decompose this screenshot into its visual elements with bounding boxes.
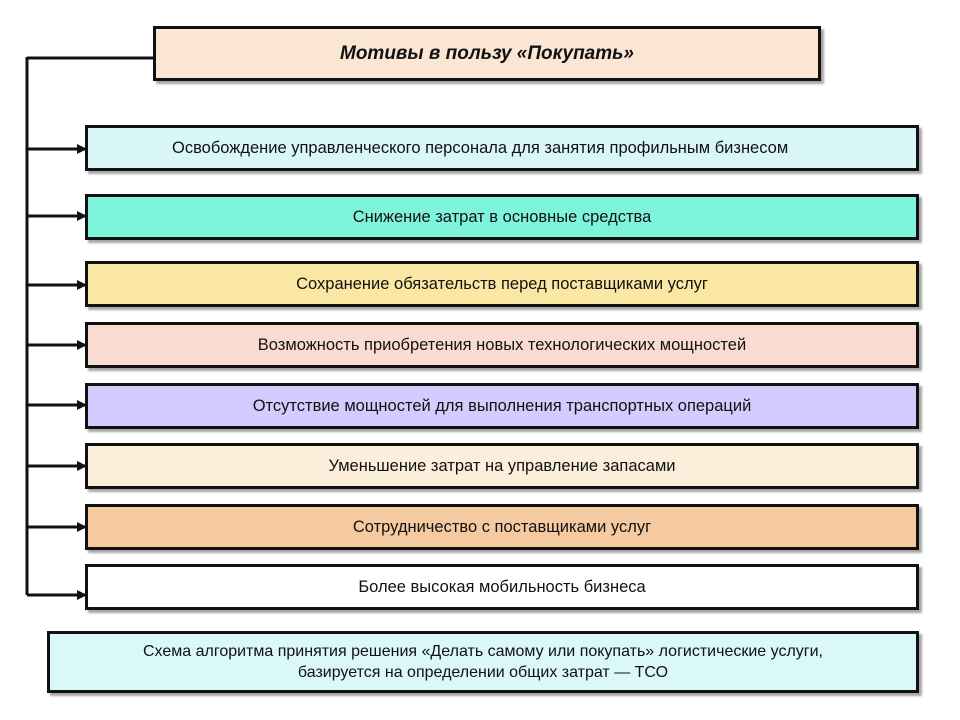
- motive-box-4: Возможность приобретения новых технологи…: [85, 322, 919, 368]
- motive-label: Уменьшение затрат на управление запасами: [328, 456, 676, 475]
- motive-label: Освобождение управленческого персонала д…: [172, 138, 789, 157]
- motive-box-1: Освобождение управленческого персонала д…: [85, 125, 919, 171]
- motive-label: Сохранение обязательств перед поставщика…: [296, 274, 708, 293]
- motive-box-2: Снижение затрат в основные средства: [85, 194, 919, 240]
- summary-note-line-2: базируется на определении общих затрат —…: [297, 664, 669, 681]
- summary-note: Схема алгоритма принятия решения «Делать…: [47, 631, 919, 693]
- motive-label: Сотрудничество с поставщиками услуг: [352, 517, 652, 536]
- motive-box-6: Уменьшение затрат на управление запасами: [85, 443, 919, 489]
- diagram-title: Мотивы в пользу «Покупать»: [153, 26, 821, 81]
- motive-label: Возможность приобретения новых технологи…: [257, 335, 747, 354]
- motive-label: Снижение затрат в основные средства: [352, 207, 652, 226]
- motive-box-8: Более высокая мобильность бизнеса: [85, 564, 919, 610]
- motive-box-5: Отсутствие мощностей для выполнения тран…: [85, 383, 919, 429]
- motive-box-3: Сохранение обязательств перед поставщика…: [85, 261, 919, 307]
- motive-box-7: Сотрудничество с поставщиками услуг: [85, 504, 919, 550]
- summary-note-line-1: Схема алгоритма принятия решения «Делать…: [142, 643, 823, 660]
- motive-label: Отсутствие мощностей для выполнения тран…: [252, 396, 752, 415]
- motive-label: Более высокая мобильность бизнеса: [358, 577, 646, 596]
